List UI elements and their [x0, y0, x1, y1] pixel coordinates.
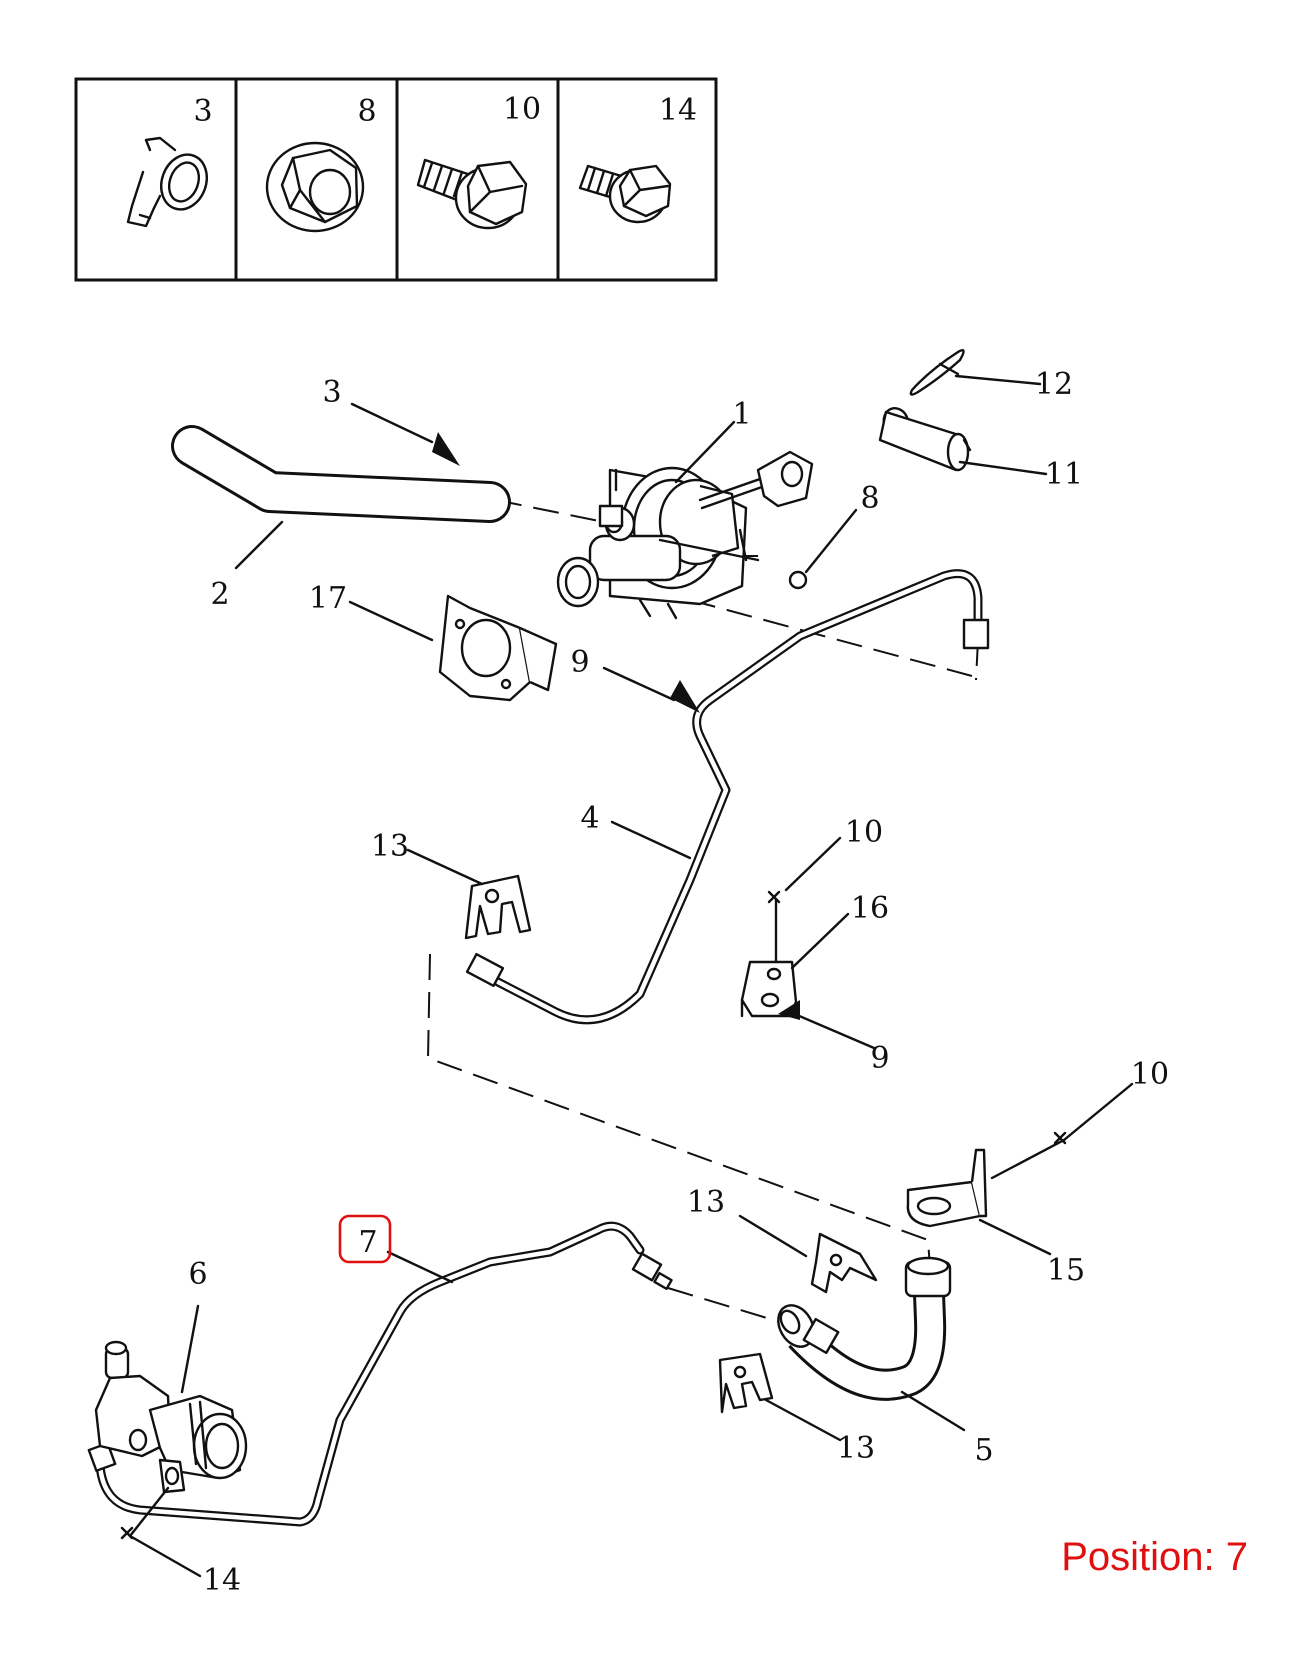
- clevis-pin-part-11: [878, 407, 972, 472]
- position-value: 7: [1225, 1535, 1248, 1579]
- callout-10[interactable]: 10: [1131, 1057, 1169, 1092]
- r-clip-part-12: [909, 349, 965, 396]
- callout-13[interactable]: 13: [837, 1431, 875, 1466]
- clip-part-13-middle: [810, 1232, 878, 1294]
- callout-14[interactable]: 14: [203, 1563, 241, 1598]
- callout-1[interactable]: 1: [732, 397, 751, 432]
- legend-table: 3 8 10 14: [74, 77, 718, 282]
- hose-part-2: [171, 425, 511, 523]
- bracket-part-15: [906, 1148, 988, 1228]
- position-indicator: Position: 7: [1061, 1535, 1248, 1580]
- callout-13[interactable]: 13: [371, 829, 409, 864]
- callout-6[interactable]: 6: [188, 1257, 207, 1292]
- flex-hose-part-5: [777, 1256, 952, 1401]
- leader-lines: [128, 374, 1134, 1578]
- callout-numbers: 1 2 3 4 5 6 7 8 9 9 10 10 11 12 13 13 13…: [188, 367, 1169, 1598]
- position-label-text: Position:: [1061, 1535, 1215, 1579]
- flange-bolt-icon: [416, 158, 528, 230]
- callout-2[interactable]: 2: [210, 577, 229, 612]
- callout-3[interactable]: 3: [322, 375, 341, 410]
- fastener-markers: [120, 890, 1067, 1540]
- callout-9[interactable]: 9: [870, 1041, 889, 1076]
- small-flange-bolt-icon: [578, 164, 672, 224]
- callout-13[interactable]: 13: [687, 1185, 725, 1220]
- callout-8[interactable]: 8: [860, 481, 879, 516]
- nut-part-8: [788, 570, 808, 590]
- callout-9[interactable]: 9: [570, 645, 589, 680]
- slave-cylinder-part-6: [94, 1340, 248, 1494]
- callout-12[interactable]: 12: [1035, 367, 1073, 402]
- selected-callout-highlight: [338, 1214, 392, 1264]
- callout-4[interactable]: 4: [580, 801, 599, 836]
- callout-5[interactable]: 5: [974, 1433, 993, 1468]
- master-cylinder-part-1: [556, 450, 814, 620]
- legend-number: 3: [193, 94, 212, 129]
- callout-16[interactable]: 16: [851, 891, 889, 926]
- clutch-pipe-part-7: [87, 1221, 673, 1527]
- callout-15[interactable]: 15: [1047, 1253, 1085, 1288]
- legend-number: 10: [503, 92, 541, 127]
- clip-part-13-top: [464, 874, 532, 940]
- hose-clamp-icon: [126, 136, 208, 228]
- gasket-part-17: [438, 594, 558, 702]
- clutch-pipe-part-4: [465, 569, 990, 1025]
- flange-nut-icon: [265, 141, 365, 233]
- clip-part-13-bottom: [718, 1352, 774, 1414]
- callout-7[interactable]: 7: [358, 1225, 377, 1260]
- legend-number: 14: [659, 93, 697, 128]
- legend-number: 8: [357, 94, 376, 129]
- callout-10[interactable]: 10: [845, 815, 883, 850]
- callout-17[interactable]: 17: [309, 581, 347, 616]
- callout-11[interactable]: 11: [1045, 457, 1083, 492]
